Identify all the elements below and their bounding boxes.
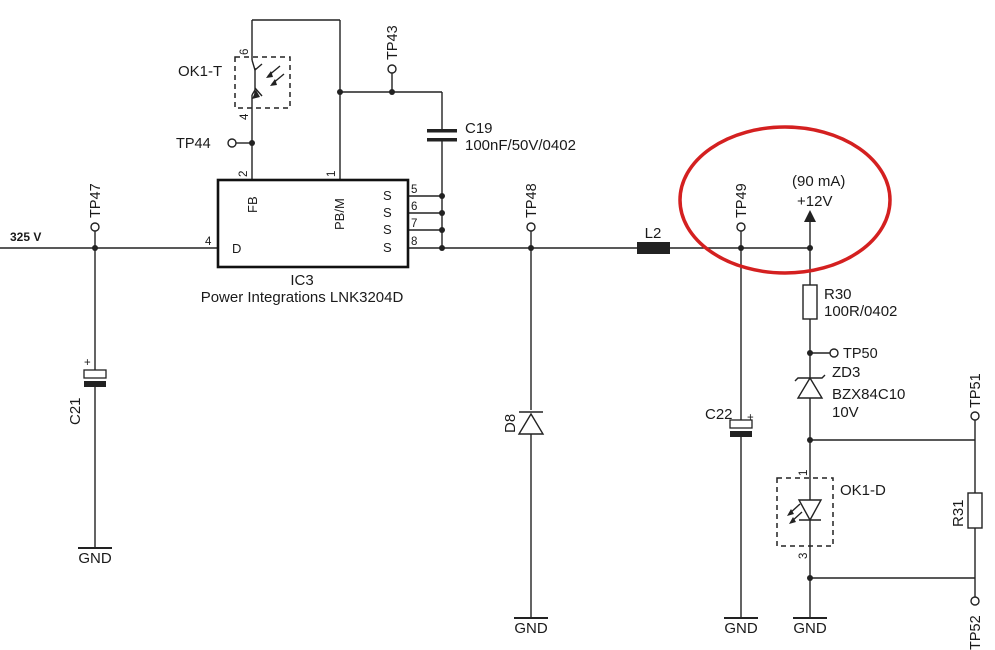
r31: R31 (950, 492, 983, 529)
zd3-ref: ZD3 (832, 364, 860, 381)
c21: + C21 (67, 357, 107, 425)
ic3-pin-num-4: 4 (205, 236, 212, 248)
c21-ref: C21 (67, 397, 84, 425)
ok1-transistor: OK1-T 6 4 (178, 49, 291, 120)
ic3-pin-s6-label: S (383, 205, 392, 220)
zd3-voltage: 10V (832, 404, 859, 421)
d8: D8 (502, 411, 545, 435)
zd3: ZD3 BZX84C10 10V (794, 364, 905, 421)
gnd-label-out: GND (793, 620, 827, 637)
input-net-label: 325 V (10, 230, 41, 244)
ic3-pin-s8-label: S (383, 240, 392, 255)
ic3-pin-num-7: 7 (411, 218, 417, 230)
tp43-label: TP43 (385, 25, 401, 60)
ic3-pin-s7-label: S (383, 222, 392, 237)
c19-ref: C19 (465, 120, 493, 137)
ic3-pin-num-5: 5 (411, 184, 417, 196)
zd3-part: BZX84C10 (832, 386, 905, 403)
ic3-pin-num-2: 2 (238, 171, 250, 177)
tp50-label: TP50 (843, 346, 878, 362)
l2-ref: L2 (645, 225, 662, 242)
tp48-label: TP48 (524, 183, 540, 218)
junctions (92, 89, 813, 581)
testpoints: TP43 TP44 TP47 TP48 TP49 TP50 TP51 TP52 (88, 25, 984, 650)
ok1d-pin-3: 3 (798, 553, 810, 559)
gnd-label-d8: GND (514, 620, 548, 637)
ic3-part: Power Integrations LNK3204D (201, 289, 404, 306)
c22: + C22 (705, 406, 754, 437)
r30: R30 100R/0402 (802, 284, 897, 320)
tp44-label: TP44 (176, 136, 211, 152)
ok1t-ref: OK1-T (178, 63, 222, 80)
ic3-pin-pbm-label: PB/M (332, 198, 347, 230)
ic3-pin-s5-label: S (383, 188, 392, 203)
r31-ref: R31 (950, 499, 967, 527)
ic3-pin-fb-label: FB (245, 196, 260, 213)
tp47-label: TP47 (88, 183, 104, 218)
l2: L2 (637, 225, 670, 254)
c21-polarity: + (84, 357, 91, 369)
ok1d-ref: OK1-D (840, 482, 886, 499)
c19: C19 100nF/50V/0402 (427, 120, 576, 154)
ic3-pin-num-1: 1 (326, 171, 338, 177)
ic3-pin-num-8: 8 (411, 236, 417, 248)
ok1t-pin-4: 4 (239, 113, 251, 120)
gnd-label-c22: GND (724, 620, 758, 637)
ic3-ref: IC3 (290, 272, 313, 289)
ok1t-pin-6: 6 (239, 49, 251, 55)
d8-ref: D8 (502, 414, 519, 433)
supply-current: (90 mA) (792, 173, 845, 190)
gnd-label-c21: GND (78, 550, 112, 567)
tp51-label: TP51 (968, 373, 984, 408)
ground-symbols: GND GND GND GND (78, 547, 827, 637)
supply-voltage: +12V (797, 193, 832, 210)
tp52-label: TP52 (968, 615, 984, 650)
c22-polarity: + (747, 412, 754, 424)
ok1d-pin-1: 1 (798, 470, 810, 476)
c19-value: 100nF/50V/0402 (465, 137, 576, 154)
ic3: FB PB/M D S S S S 2 1 4 5 6 7 8 IC3 Powe… (201, 171, 418, 306)
r30-ref: R30 (824, 286, 852, 303)
r30-value: 100R/0402 (824, 303, 897, 320)
ic3-pin-d-label: D (232, 241, 241, 256)
ic3-pin-num-6: 6 (411, 201, 417, 213)
supply-12v: (90 mA) +12V (792, 173, 845, 222)
c22-ref: C22 (705, 406, 733, 423)
tp49-label: TP49 (734, 183, 750, 218)
ok1-diode: OK1-D 1 3 (776, 470, 886, 559)
highlight-ellipse (678, 125, 892, 275)
